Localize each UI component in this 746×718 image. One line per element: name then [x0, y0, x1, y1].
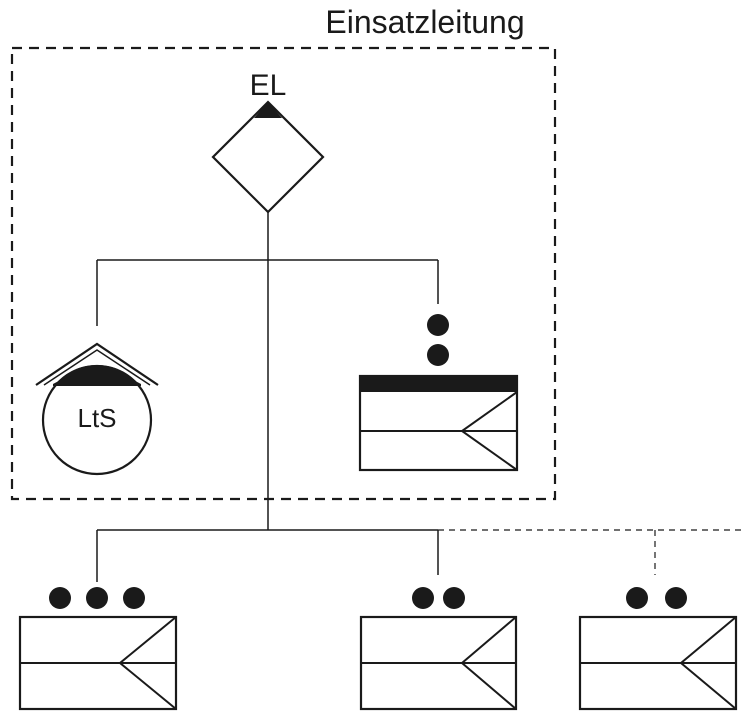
rank-dot — [665, 587, 687, 609]
rank-dot — [123, 587, 145, 609]
rank-dot — [427, 314, 449, 336]
rank-dot — [626, 587, 648, 609]
station-roof-inner — [43, 349, 151, 386]
rank-dot — [49, 587, 71, 609]
group-title: Einsatzleitung — [325, 4, 524, 40]
rank-dot — [86, 587, 108, 609]
command-diamond — [211, 100, 325, 214]
station-roof — [35, 342, 159, 386]
station-label: LtS — [77, 403, 116, 433]
rank-dot — [443, 587, 465, 609]
command-diamond-marker — [254, 102, 282, 118]
rank-dot — [427, 344, 449, 366]
unit-box-group-bar — [360, 376, 517, 392]
group-frame — [10, 46, 557, 501]
rank-dot — [412, 587, 434, 609]
command-label: EL — [250, 69, 287, 102]
